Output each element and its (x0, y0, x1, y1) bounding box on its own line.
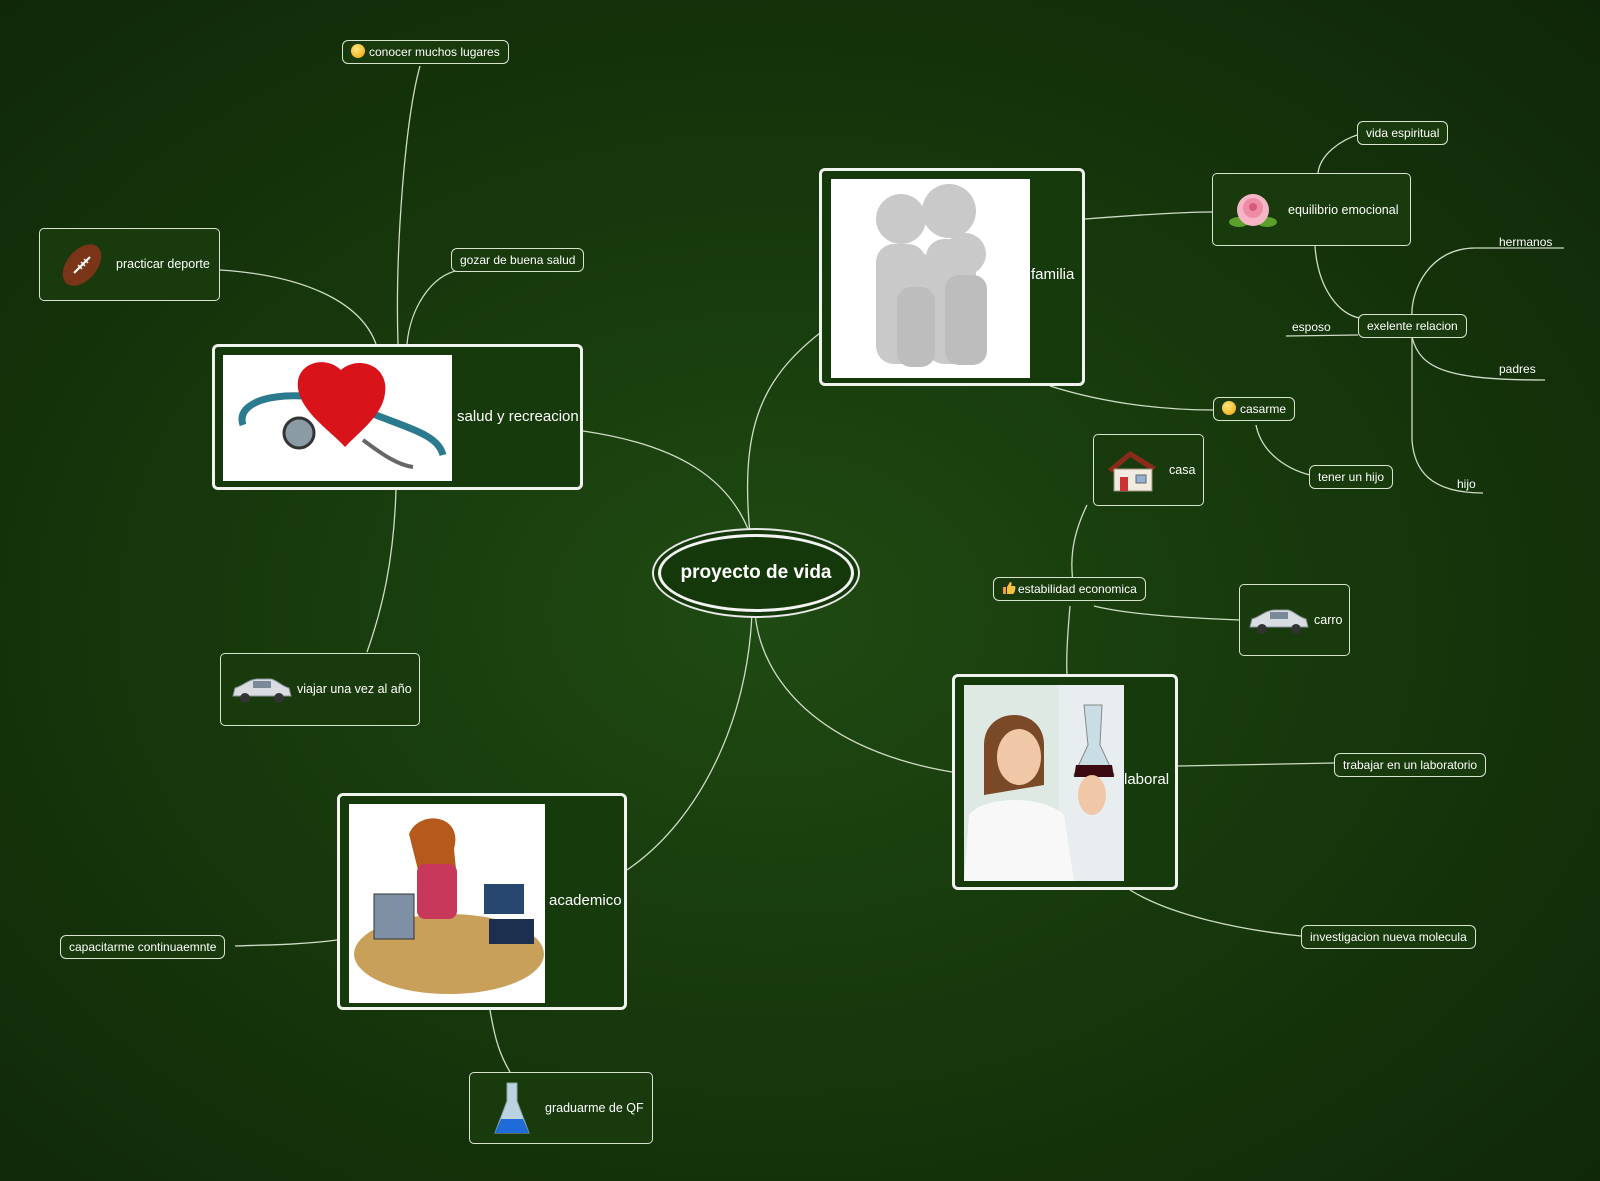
node-carro-label: carro (1314, 613, 1343, 627)
house-icon (1108, 451, 1156, 492)
branch-laboral-label: laboral (1124, 771, 1170, 788)
node-padres[interactable]: padres (1499, 362, 1536, 376)
node-hermanos[interactable]: hermanos (1499, 235, 1553, 249)
node-esposo[interactable]: esposo (1292, 320, 1331, 334)
student-studying-image (349, 804, 545, 1003)
heart-stethoscope-image (223, 355, 452, 481)
node-viajar-label: viajar una vez al año (297, 682, 412, 696)
node-casa[interactable]: casa (1093, 434, 1204, 506)
node-carro[interactable]: carro (1239, 584, 1350, 656)
family-image (831, 179, 1030, 378)
node-equilibrio-label: equilibrio emocional (1288, 203, 1399, 217)
central-topic[interactable]: proyecto de vida (658, 534, 854, 612)
node-casa-label: casa (1169, 463, 1196, 477)
node-capacitarme-continuaemnte[interactable]: capacitarme continuaemnte (60, 935, 226, 959)
flask-icon (494, 1082, 530, 1134)
branch-salud-label: salud y recreacion (457, 408, 579, 425)
node-gozar-label: gozar de buena salud (460, 253, 576, 267)
node-casarme-label: casarme (1240, 402, 1287, 416)
node-practicar-label: practicar deporte (116, 257, 210, 271)
node-equilibrio-emocional[interactable]: equilibrio emocional (1212, 173, 1411, 246)
branch-salud-y-recreacion[interactable]: salud y recreacion (212, 344, 583, 490)
node-vida-espiritual-label: vida espiritual (1366, 126, 1440, 140)
football-icon (62, 244, 102, 286)
node-conocer-muchos-lugares[interactable]: conocer muchos lugares (342, 40, 509, 64)
car-icon (1249, 609, 1309, 634)
lab-scientist-image (964, 685, 1124, 881)
node-tener-un-hijo[interactable]: tener un hijo (1309, 465, 1394, 489)
node-practicar-deporte[interactable]: practicar deporte (39, 228, 220, 301)
node-vida-espiritual[interactable]: vida espiritual (1357, 121, 1449, 145)
node-exelente-label: exelente relacion (1367, 319, 1458, 333)
node-graduarme-de-qf[interactable]: graduarme de QF (469, 1072, 653, 1144)
car-icon (232, 678, 292, 703)
node-exelente-relacion[interactable]: exelente relacion (1358, 314, 1467, 338)
branch-academico-label: academico (549, 892, 622, 909)
branch-laboral[interactable]: laboral (952, 674, 1178, 890)
node-tener-hijo-label: tener un hijo (1318, 470, 1385, 484)
node-trabajar-en-un-laboratorio[interactable]: trabajar en un laboratorio (1334, 753, 1487, 777)
branch-familia-label: familia (1031, 266, 1075, 283)
thumbs-up-icon (1003, 582, 1016, 594)
node-conocer-label: conocer muchos lugares (369, 45, 500, 59)
node-viajar-una-vez-al-ano[interactable]: viajar una vez al año (220, 653, 420, 726)
branch-familia[interactable]: familia (819, 168, 1085, 386)
branch-academico[interactable]: academico (337, 793, 627, 1010)
central-topic-label: proyecto de vida (680, 562, 832, 583)
rose-icon (1229, 194, 1277, 227)
node-estabilidad-label: estabilidad economica (1018, 582, 1137, 596)
node-graduarme-label: graduarme de QF (545, 1101, 644, 1115)
node-investigacion-label: investigacion nueva molecula (1310, 930, 1467, 944)
node-gozar-de-buena-salud[interactable]: gozar de buena salud (451, 248, 585, 272)
node-capacitarme-label: capacitarme continuaemnte (69, 940, 217, 954)
smiley-icon (1222, 401, 1236, 415)
node-hijo[interactable]: hijo (1457, 477, 1476, 491)
smiley-icon (351, 44, 365, 58)
node-trabajar-label: trabajar en un laboratorio (1343, 758, 1478, 772)
node-investigacion-nueva-molecula[interactable]: investigacion nueva molecula (1301, 925, 1476, 949)
node-estabilidad-economica[interactable]: estabilidad economica (993, 577, 1146, 601)
node-casarme[interactable]: casarme (1213, 397, 1296, 421)
